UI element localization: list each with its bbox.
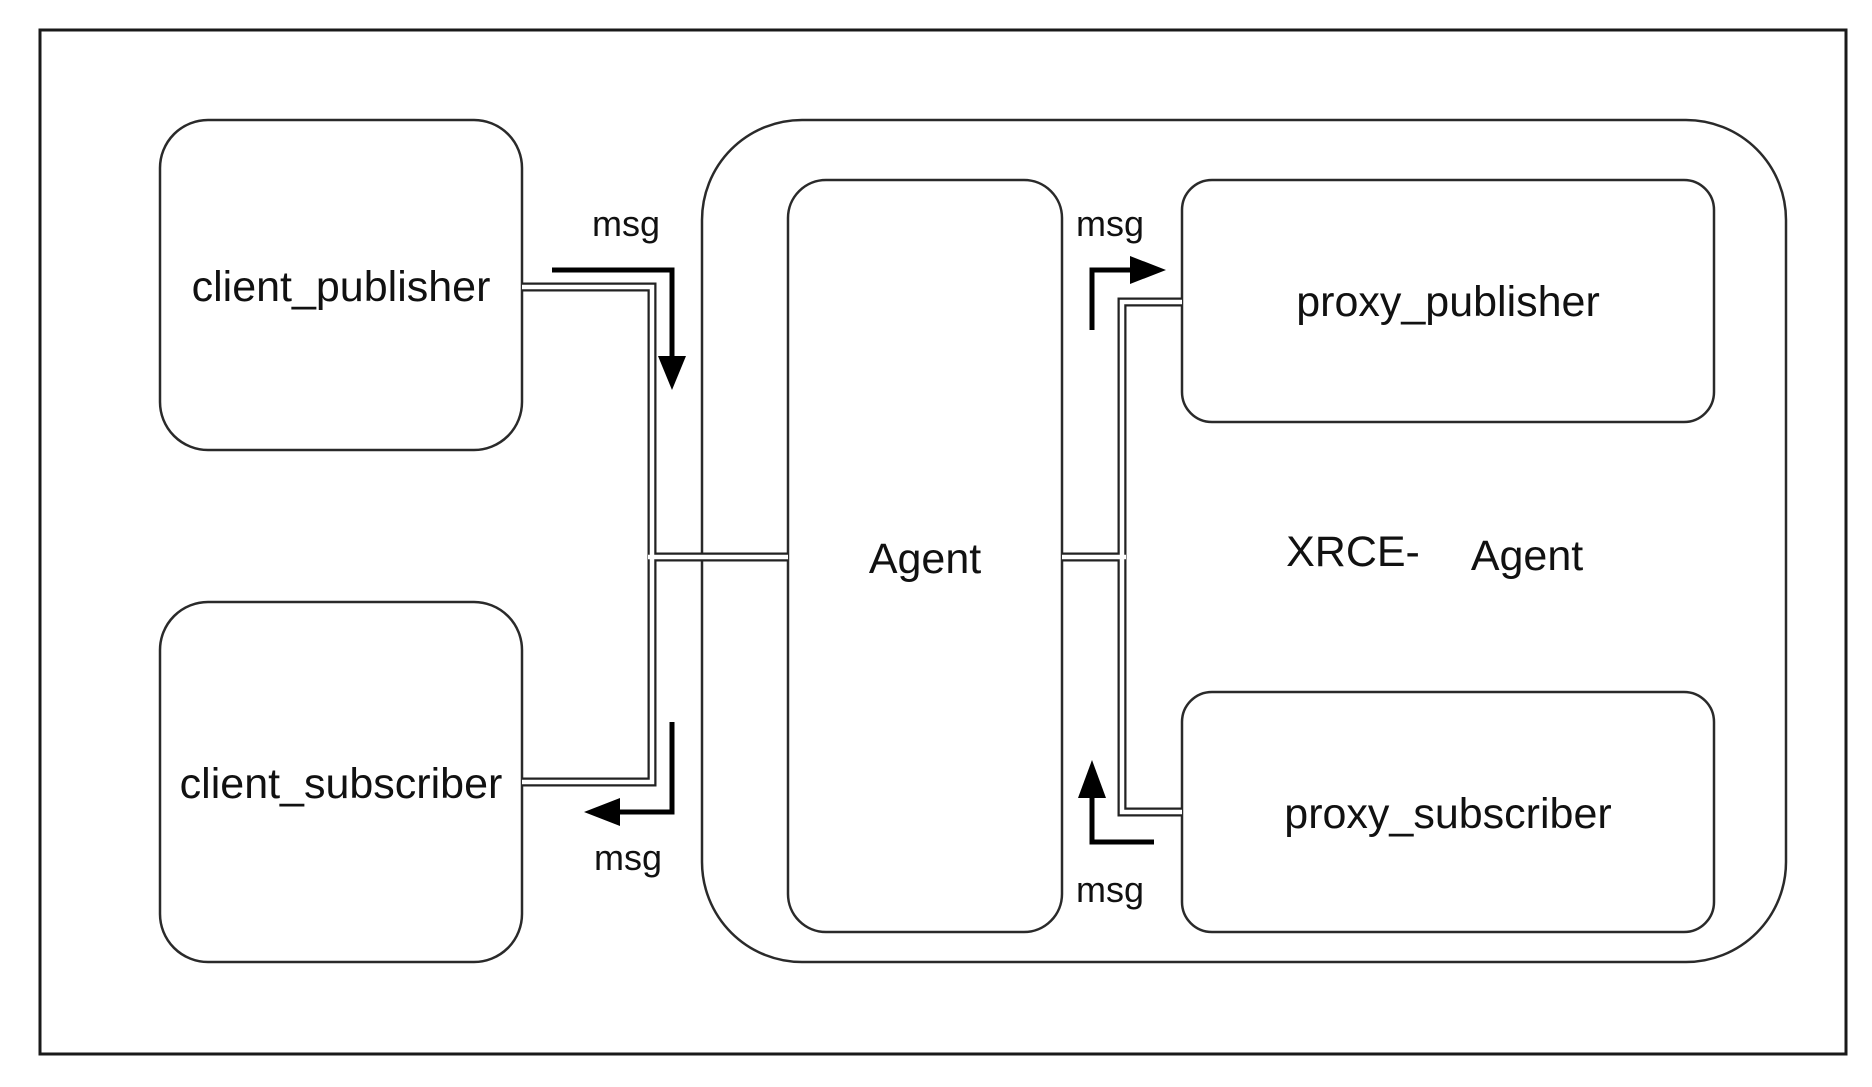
msg-label-proxy-to-agent: msg: [1076, 869, 1144, 910]
msg-arrow-proxy-to-agent: [1078, 760, 1154, 845]
msg-label-client-to-agent: msg: [592, 203, 660, 244]
xrce-agent-label-part2: Agent: [1471, 532, 1583, 580]
right-connection-bus: [1062, 297, 1182, 817]
msg-arrow-agent-to-proxy: [1089, 256, 1166, 330]
msg-arrow-client-to-agent: [552, 267, 686, 390]
proxy-subscriber-label: proxy_subscriber: [1284, 790, 1611, 838]
msg-label-agent-to-proxy: msg: [1076, 203, 1144, 244]
msg-arrow-agent-to-client: [584, 722, 675, 826]
xrce-agent-label-part1: XRCE-: [1286, 528, 1420, 576]
left-connection-bus: [522, 282, 788, 787]
msg-label-agent-to-client: msg: [594, 837, 662, 878]
proxy-publisher-label: proxy_publisher: [1296, 278, 1600, 326]
client-subscriber-label: client_subscriber: [180, 760, 503, 808]
client-publisher-label: client_publisher: [192, 263, 491, 311]
agent-label: Agent: [869, 535, 981, 583]
